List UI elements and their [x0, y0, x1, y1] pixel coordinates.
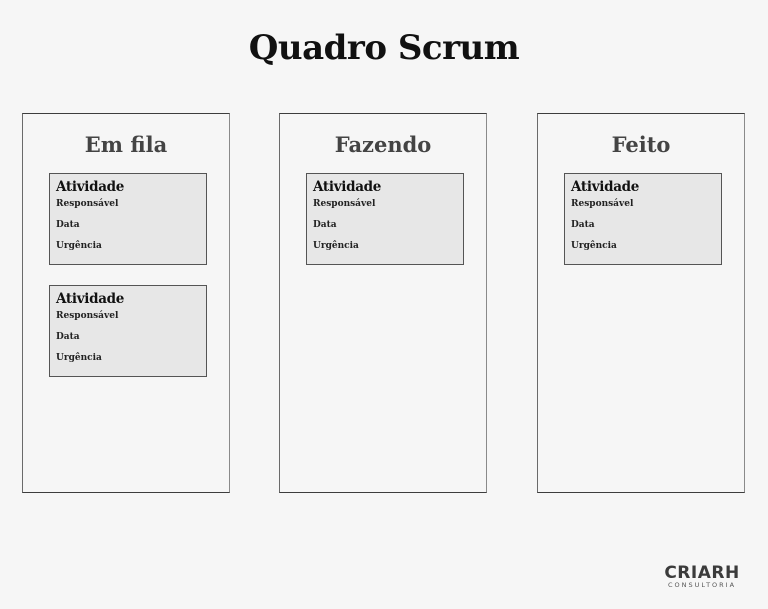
column-em-fila: Em fila Atividade Responsável Data Urgên…	[22, 113, 230, 493]
logo-subtitle: CONSULTORIA	[667, 581, 737, 589]
column-fazendo: Fazendo Atividade Responsável Data Urgên…	[279, 113, 487, 493]
column-title: Fazendo	[334, 132, 432, 157]
card-field-urgencia: Urgência	[313, 241, 359, 251]
activity-card[interactable]: Atividade Responsável Data Urgência	[306, 173, 464, 265]
activity-card[interactable]: Atividade Responsável Data Urgência	[49, 173, 207, 265]
column-feito: Feito Atividade Responsável Data Urgênci…	[537, 113, 745, 493]
card-field-responsavel: Responsável	[313, 199, 376, 209]
card-field-data: Data	[571, 220, 595, 230]
activity-card[interactable]: Atividade Responsável Data Urgência	[564, 173, 722, 265]
column-title: Em fila	[84, 132, 168, 157]
activity-card[interactable]: Atividade Responsável Data Urgência	[49, 285, 207, 377]
page-title: Quadro Scrum	[248, 28, 520, 68]
card-title: Atividade	[313, 179, 382, 195]
card-field-urgencia: Urgência	[56, 241, 102, 251]
card-field-data: Data	[313, 220, 337, 230]
brand-logo: CRIARH CONSULTORIA	[662, 565, 742, 590]
card-field-data: Data	[56, 220, 80, 230]
card-field-responsavel: Responsável	[56, 199, 119, 209]
card-field-responsavel: Responsável	[56, 311, 119, 321]
card-field-urgencia: Urgência	[56, 353, 102, 363]
card-title: Atividade	[56, 291, 125, 307]
card-title: Atividade	[56, 179, 125, 195]
logo-wordmark: CRIARH	[664, 563, 740, 583]
card-field-responsavel: Responsável	[571, 199, 634, 209]
card-field-urgencia: Urgência	[571, 241, 617, 251]
column-title: Feito	[611, 132, 671, 157]
card-title: Atividade	[571, 179, 640, 195]
card-field-data: Data	[56, 332, 80, 342]
